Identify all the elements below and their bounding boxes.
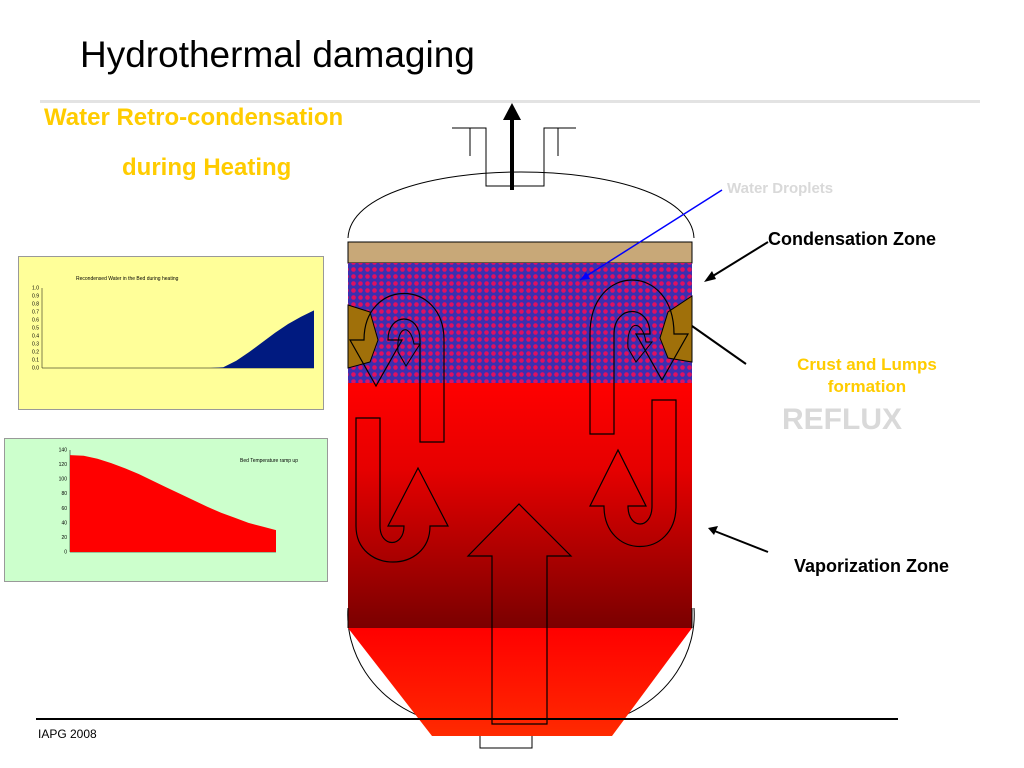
y-tick-label: 140 xyxy=(59,448,68,454)
crust-left xyxy=(347,304,379,369)
condensation-zone-label: Condensation Zone xyxy=(768,229,936,249)
reflux-arrow-left-curl xyxy=(397,329,421,367)
vessel-lid xyxy=(347,241,693,264)
reflux-arrow-left-upper xyxy=(348,293,445,443)
y-tick-label: 0 xyxy=(64,550,67,556)
vessel-bottom-right xyxy=(611,607,695,721)
vaporization-zone-label: Vaporization Zone xyxy=(794,556,950,576)
bed-temperature-chart: Bed Temperature ramp up 140 120 100 80 60 40 2… xyxy=(4,438,328,582)
footer-label: IAPG 2008 xyxy=(38,727,97,741)
y-tick-label: 0.8 xyxy=(32,302,39,308)
crust-label-line-2: formation xyxy=(827,377,907,396)
area-series xyxy=(42,310,314,368)
y-tick-label: 0.4 xyxy=(32,334,39,340)
y-tick-label: 0.0 xyxy=(32,366,39,372)
crust-right xyxy=(659,295,693,363)
recondensed-water-chart: Recondensed Water in the Bed during heat… xyxy=(18,256,324,410)
y-tick-label: 20 xyxy=(61,535,67,541)
condensation-zone-pointer xyxy=(707,241,769,280)
title-divider xyxy=(40,100,980,103)
y-tick-label: 60 xyxy=(61,506,67,512)
footer-divider xyxy=(36,718,898,720)
reflux-arrow-right-lower xyxy=(589,399,677,548)
water-droplets-label: Water Droplets xyxy=(727,180,834,197)
reflux-label: REFLUX xyxy=(782,403,902,436)
y-tick-label: 1.0 xyxy=(32,286,39,292)
subtitle-line-2: during Heating xyxy=(122,154,292,181)
y-tick-label: 80 xyxy=(61,491,67,497)
crust-label: Crust and Lumps formation xyxy=(772,354,962,398)
chart-title: Bed Temperature ramp up xyxy=(240,458,298,464)
chart-background xyxy=(18,256,324,410)
vessel-dome xyxy=(347,171,695,239)
y-tick-label: 0.6 xyxy=(32,318,39,324)
y-tick-label: 40 xyxy=(61,520,67,526)
area-series xyxy=(70,455,276,552)
water-droplets-pointer xyxy=(579,189,723,281)
reflux-arrow-right-curl xyxy=(627,324,654,363)
subtitle-line-1: Water Retro-condensation xyxy=(44,104,344,131)
vessel-cone xyxy=(348,628,692,736)
condensation-zone xyxy=(348,263,692,383)
y-tick-label: 0.1 xyxy=(32,358,39,364)
reflux-arrow-left-lower xyxy=(355,417,449,563)
y-tick-label: 0.2 xyxy=(32,350,39,356)
y-tick-label: 0.5 xyxy=(32,326,39,332)
crust-label-line-1: Crust and Lumps xyxy=(797,355,937,374)
reflux-arrow-right-upper xyxy=(589,279,690,435)
slide-title: Hydrothermal damaging xyxy=(80,34,475,75)
central-up-arrow xyxy=(466,503,573,725)
y-tick-label: 100 xyxy=(59,477,68,483)
outlet-pipe-left xyxy=(452,127,576,187)
vaporization-zone-pointer xyxy=(711,529,769,553)
y-tick-label: 0.3 xyxy=(32,342,39,348)
crust-pointer xyxy=(691,325,747,365)
chart-title: Recondensed Water in the Bed during heat… xyxy=(76,276,179,282)
y-tick-label: 0.9 xyxy=(32,294,39,300)
y-tick-label: 120 xyxy=(59,462,68,468)
y-tick-label: 0.7 xyxy=(32,310,39,316)
